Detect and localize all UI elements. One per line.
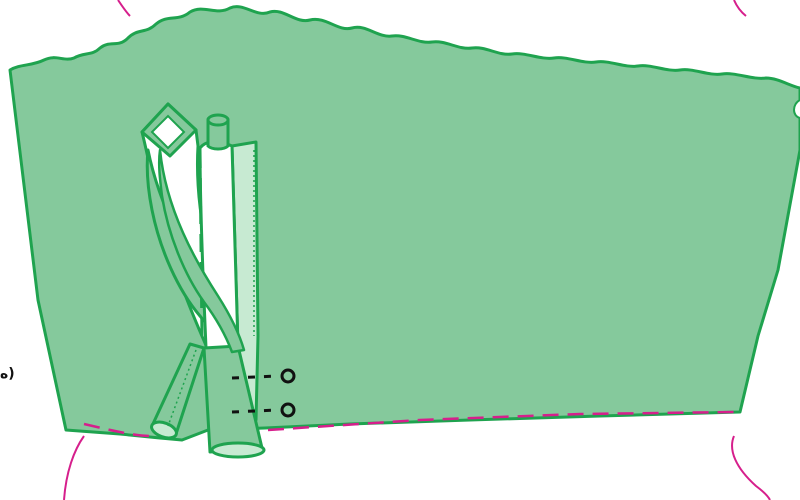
center-fold-dashed [198, 149, 204, 341]
pin-lower-dash [231, 408, 279, 414]
pin-upper-dash [231, 374, 279, 380]
guide-curve-bottom-left [63, 435, 85, 500]
placket-top-box-inner [150, 114, 186, 150]
placket-post-cap [206, 113, 230, 127]
placket-lower-right-tube-end [210, 441, 266, 459]
hem-stitch-line [83, 410, 737, 438]
guide-curve-top-right [733, 0, 747, 17]
pin-icon [280, 402, 296, 418]
placket-lower-left-dotted [167, 349, 197, 427]
pin-icon [280, 368, 296, 384]
placket-post [206, 118, 230, 151]
placket-cross-strip [157, 148, 246, 354]
fabric-notch [793, 99, 800, 119]
fabric-panel [8, 5, 800, 442]
guide-curve-bottom-right [731, 435, 771, 500]
guide-curve-top-left [117, 0, 131, 17]
placket-lower-left-tube-end [150, 420, 178, 440]
step-label: (ه [0, 366, 15, 382]
